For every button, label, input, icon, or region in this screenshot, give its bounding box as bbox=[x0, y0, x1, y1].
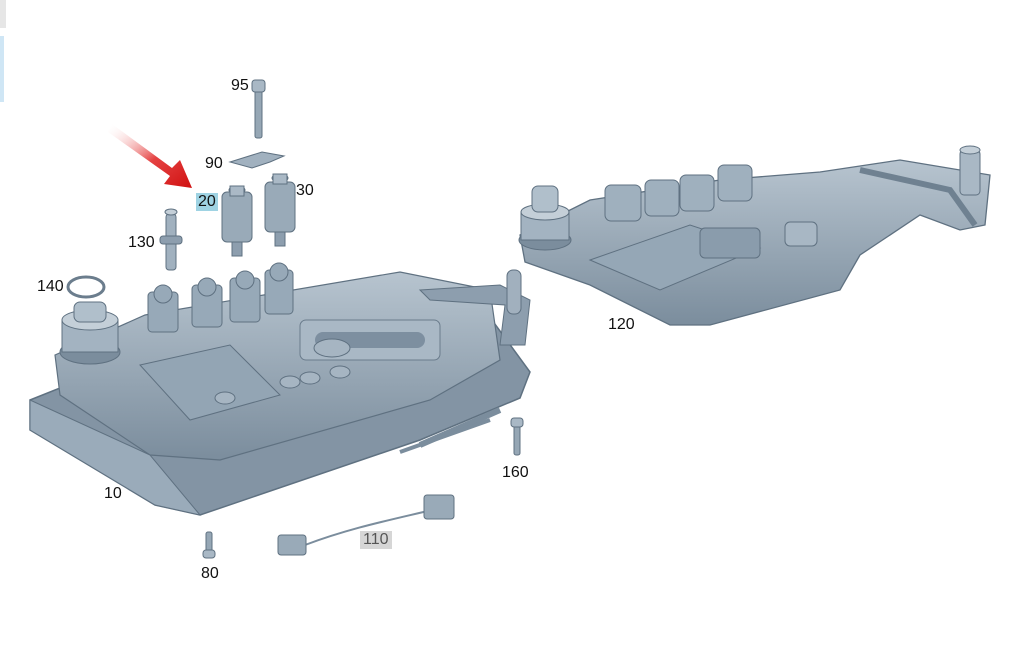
sensor-cable-110 bbox=[277, 494, 455, 556]
bolt-160 bbox=[510, 417, 524, 456]
o-ring-140 bbox=[66, 275, 106, 299]
window-edge-tab-blue bbox=[0, 36, 4, 102]
valve-body-assembly bbox=[29, 262, 531, 516]
bolt-95 bbox=[251, 79, 266, 139]
solenoid-valve-20 bbox=[221, 185, 253, 257]
callout-120[interactable]: 120 bbox=[608, 316, 635, 333]
callout-10[interactable]: 10 bbox=[104, 485, 122, 502]
bolt-80 bbox=[202, 531, 216, 559]
callout-80[interactable]: 80 bbox=[201, 565, 219, 582]
callout-30[interactable]: 30 bbox=[296, 182, 314, 199]
callout-130[interactable]: 130 bbox=[128, 234, 155, 251]
callout-20[interactable]: 20 bbox=[196, 193, 218, 211]
callout-90[interactable]: 90 bbox=[205, 155, 223, 172]
callout-140[interactable]: 140 bbox=[37, 278, 64, 295]
callout-160[interactable]: 160 bbox=[502, 464, 529, 481]
callout-95[interactable]: 95 bbox=[231, 77, 249, 94]
solenoid-valve-30 bbox=[264, 173, 296, 247]
conductor-plate-assembly bbox=[518, 145, 991, 326]
retaining-clip-90 bbox=[228, 151, 286, 169]
callout-110[interactable]: 110 bbox=[360, 531, 392, 549]
sleeve-130 bbox=[159, 208, 183, 271]
pointer-arrow bbox=[108, 124, 192, 188]
window-edge-tab bbox=[0, 0, 6, 28]
